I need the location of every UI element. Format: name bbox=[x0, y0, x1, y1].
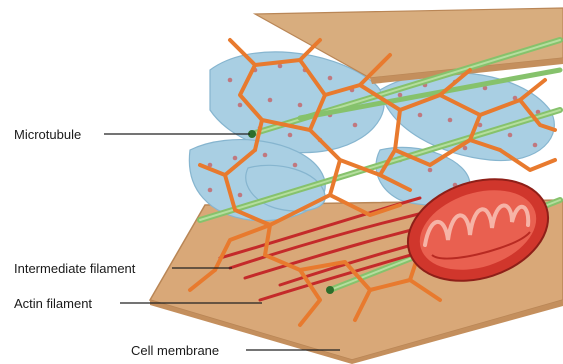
intermediate-filament-label: Intermediate filament bbox=[14, 261, 135, 276]
microtubule-label: Microtubule bbox=[14, 127, 81, 142]
actin-filament-label: Actin filament bbox=[14, 296, 92, 311]
cell-membrane-label: Cell membrane bbox=[131, 343, 219, 358]
